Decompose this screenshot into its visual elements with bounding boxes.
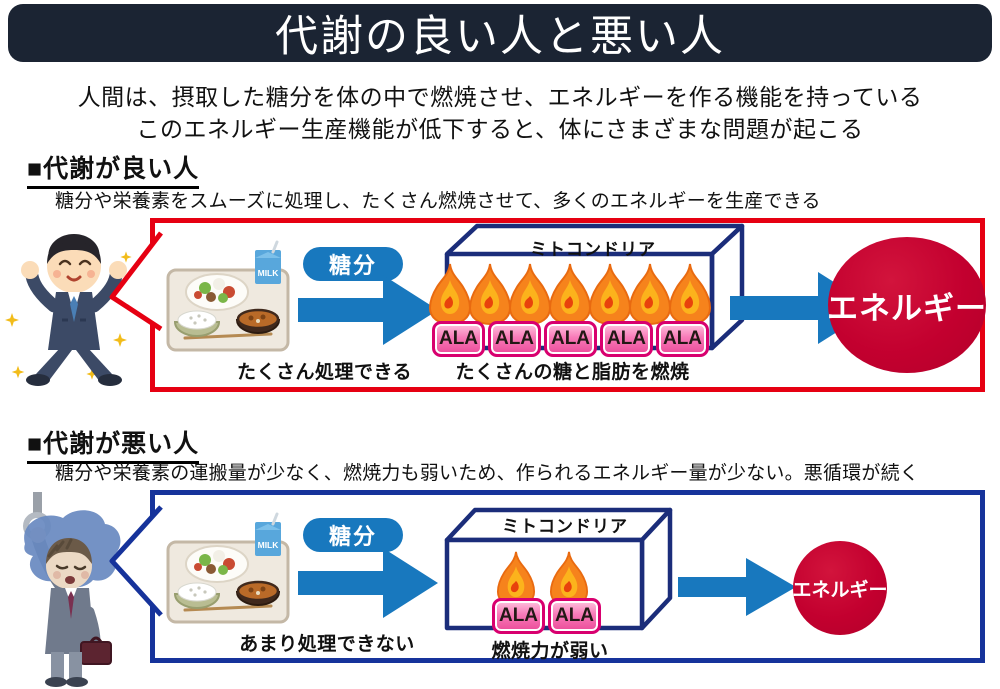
title-banner: 代謝の良い人と悪い人 bbox=[8, 4, 992, 62]
ala-chip: ALA bbox=[600, 321, 653, 357]
good-process-caption: たくさん処理できる bbox=[236, 362, 413, 383]
flame-icon bbox=[549, 263, 591, 325]
intro-line-2: このエネルギー生産機能が低下すると、体にさまざまな問題が起こる bbox=[136, 116, 864, 142]
good-section-heading: ■代謝が良い人 bbox=[27, 149, 200, 189]
mitochondria-box bbox=[444, 507, 673, 631]
ala-chip: ALA bbox=[432, 321, 485, 357]
intro-line-1: 人間は、摂取した糖分を体の中で燃焼させ、エネルギーを作る機能を持っている bbox=[77, 84, 923, 110]
mitochondria-label: ミトコンドリア bbox=[502, 517, 628, 536]
flame-icon bbox=[589, 263, 631, 325]
energy-circle: エネルギー bbox=[827, 237, 986, 373]
arrow-mitochondria-to-energy bbox=[678, 558, 796, 616]
ala-chip: ALA bbox=[548, 598, 601, 634]
ala-chip: ALA bbox=[544, 321, 597, 357]
bad-section-heading: ■代謝が悪い人 bbox=[27, 424, 200, 464]
bad-section-description: 糖分や栄養素の運搬量が少なく、燃焼力も弱いため、作られるエネルギー量が少ない。悪… bbox=[55, 463, 920, 484]
sugar-badge: 糖分 bbox=[303, 247, 403, 281]
tired-businessman-illustration bbox=[23, 492, 121, 687]
happy-businessman-illustration bbox=[5, 234, 137, 386]
arrow-food-to-mitochondria bbox=[298, 275, 438, 345]
mitochondria-box bbox=[444, 223, 745, 351]
energy-circle: エネルギー bbox=[793, 541, 888, 635]
sugar-badge: 糖分 bbox=[303, 518, 403, 552]
flame-icon bbox=[429, 263, 471, 325]
milk-carton-label: MILK bbox=[258, 268, 280, 278]
meal-tray-illustration: MILK bbox=[166, 512, 290, 624]
page-title: 代謝の良い人と悪い人 bbox=[275, 13, 725, 61]
ala-chip: ALA bbox=[492, 598, 545, 634]
mitochondria-label: ミトコンドリア bbox=[530, 240, 656, 259]
milk-carton-label: MILK bbox=[258, 540, 280, 550]
bad-process-caption: あまり処理できない bbox=[239, 634, 415, 655]
flame-icon bbox=[669, 263, 711, 325]
good-burn-caption: たくさんの糖と脂肪を燃焼 bbox=[455, 362, 690, 383]
arrow-food-to-mitochondria bbox=[298, 548, 438, 618]
bad-panel-speech-tail bbox=[109, 505, 163, 617]
ala-chip: ALA bbox=[656, 321, 709, 357]
ala-chip: ALA bbox=[488, 321, 541, 357]
good-panel-speech-tail bbox=[109, 231, 163, 332]
flame-icon bbox=[509, 263, 551, 325]
good-section-description: 糖分や栄養素をスムーズに処理し、たくさん燃焼させて、多くのエネルギーを生産できる bbox=[55, 191, 821, 212]
flame-icon bbox=[629, 263, 671, 325]
meal-tray-illustration: MILK bbox=[166, 240, 290, 352]
bad-burn-caption: 燃焼力が弱い bbox=[491, 641, 609, 662]
flame-icon bbox=[469, 263, 511, 325]
